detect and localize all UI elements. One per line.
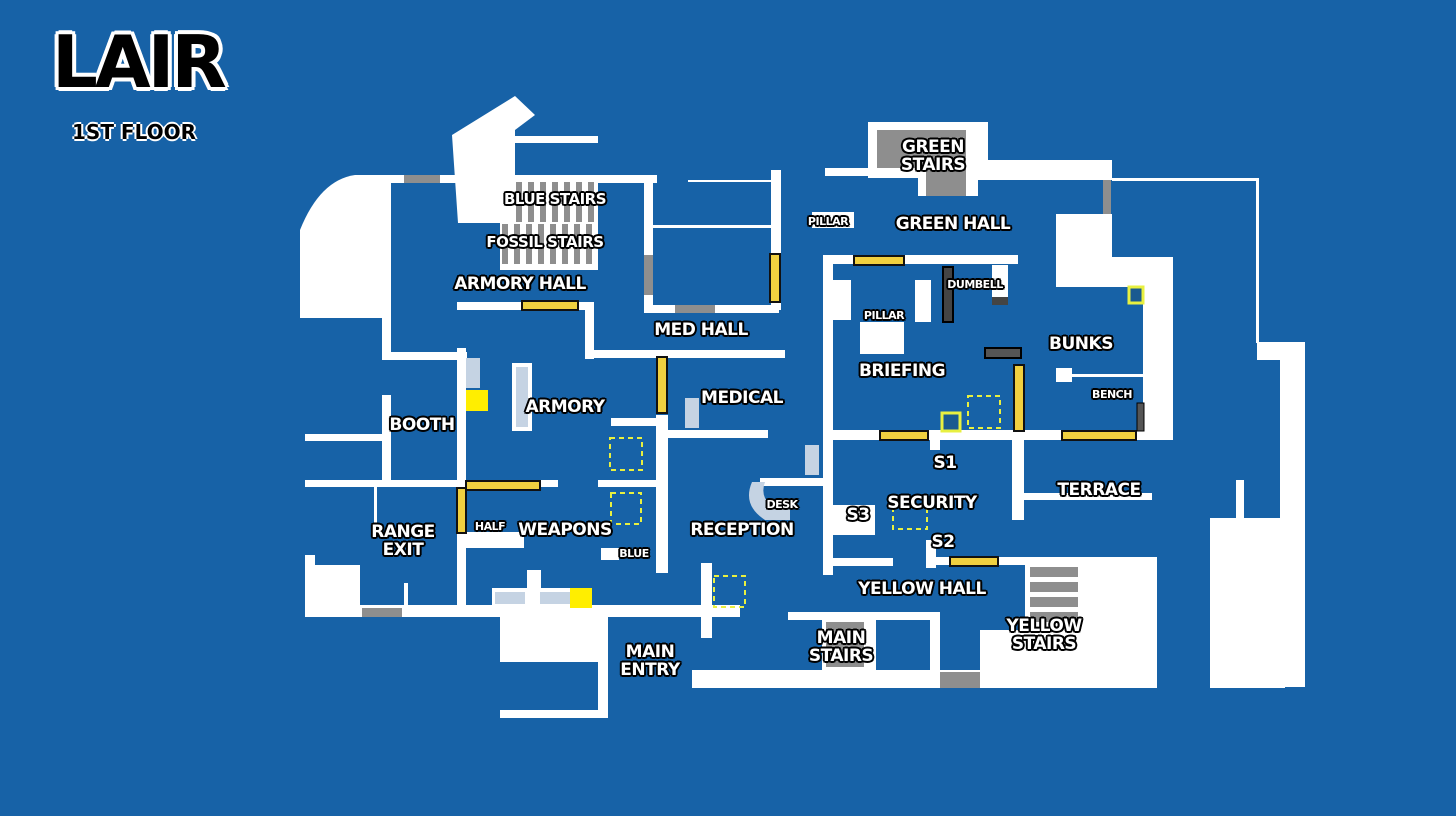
label-line: STAIRS: [808, 646, 874, 666]
room-label-armory-hall: ARMORY HALL: [454, 274, 586, 295]
room-label-dumbell: DUMBELL: [947, 278, 1003, 292]
room-label-s3: S3: [846, 505, 870, 526]
label-line: GREEN: [902, 137, 965, 158]
cameras-and-objects: [466, 266, 1145, 608]
room-label-yellow-hall: YELLOW HALL: [858, 579, 986, 600]
label-line: STAIRS: [900, 155, 966, 175]
label-line: MAIN: [816, 628, 866, 649]
reinforced-walls: [456, 253, 1137, 567]
room-label-medical: MEDICAL: [701, 388, 783, 409]
room-label-blue-stairs: BLUE STAIRS: [503, 190, 607, 209]
room-label-terrace: TERRACE: [1057, 480, 1141, 501]
room-label-bench: BENCH: [1092, 388, 1132, 402]
walls: [300, 96, 1305, 718]
label-line: EXIT: [382, 540, 424, 560]
label-line: ENTRY: [620, 660, 680, 680]
room-label-green-hall: GREEN HALL: [895, 214, 1011, 235]
room-label-armory: ARMORY: [525, 397, 605, 418]
room-label-bunks: BUNKS: [1049, 334, 1113, 355]
room-label-briefing: BRIEFING: [858, 361, 946, 382]
map-title: LAIR: [52, 20, 227, 104]
room-label-med-hall: MED HALL: [654, 320, 748, 341]
hatches: [609, 395, 1001, 608]
room-label-pillar: PILLAR: [807, 215, 849, 229]
room-label-fossil-stairs: FOSSIL STAIRS: [486, 233, 604, 252]
label-line: YELLOW: [1006, 616, 1082, 637]
floor-label: 1ST FLOOR: [72, 120, 197, 144]
room-label-blue: BLUE: [619, 547, 649, 561]
room-label-pillar-briefing: PILLAR: [863, 309, 905, 323]
label-line: RANGE: [371, 522, 435, 543]
room-label-s1: S1: [933, 453, 957, 474]
room-label-reception: RECEPTION: [690, 520, 794, 541]
room-label-booth: BOOTH: [389, 415, 455, 436]
label-line: STAIRS: [1011, 634, 1077, 654]
room-label-security: SECURITY: [887, 493, 977, 514]
room-label-half: HALF: [474, 520, 506, 534]
room-label-s2: S2: [931, 532, 955, 553]
room-label-desk: DESK: [766, 498, 798, 512]
room-label-weapons: WEAPONS: [518, 520, 612, 541]
label-line: MAIN: [625, 642, 675, 663]
